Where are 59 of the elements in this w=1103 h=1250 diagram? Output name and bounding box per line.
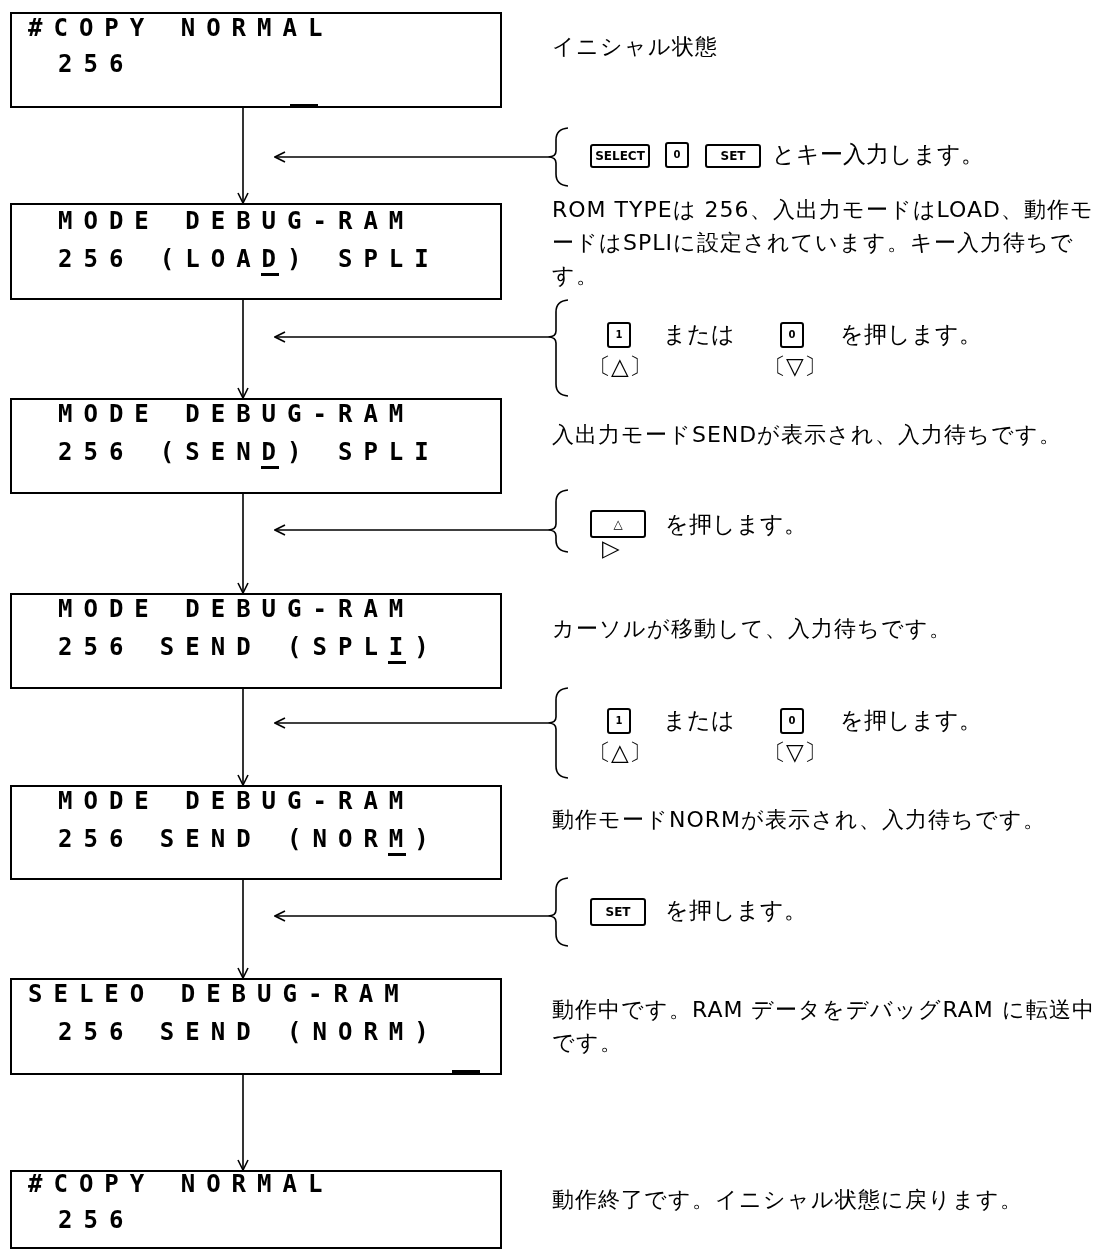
- key-cap: 0: [780, 708, 804, 734]
- display-text: 256 (LOAD) SPLI: [58, 245, 440, 273]
- lcd-display: [10, 12, 502, 108]
- key-cap: SET: [705, 144, 761, 168]
- key-label: 〔▽〕: [763, 352, 827, 380]
- arrow: [274, 717, 549, 729]
- key-cap: 1: [607, 322, 631, 348]
- display-text: #COPY NORMAL: [28, 1170, 334, 1198]
- display-text: 256: [58, 1206, 135, 1234]
- description-text: 動作中です。RAM データをデバッグRAM に転送中です。: [552, 996, 1096, 1057]
- key-label: 〔△〕: [588, 352, 652, 380]
- lcd-display: [10, 1170, 502, 1249]
- arrow: [237, 1074, 249, 1171]
- description-text: イニシャル状態: [552, 33, 719, 61]
- key-cap: 1: [607, 708, 631, 734]
- arrow: [274, 331, 549, 343]
- description-text: 動作モードNORMが表示され、入力待ちです。: [552, 806, 1048, 834]
- display-text: 256: [58, 50, 135, 78]
- lcd-display: [10, 978, 502, 1075]
- description-text: ROM TYPEは 256、入出力モードはLOAD、動作モードはSPLIに設定されています。キー入力待ちです。: [552, 196, 1095, 290]
- display-text: MODE DEBUG-RAM: [58, 787, 415, 815]
- display-text: 256 (SEND) SPLI: [58, 438, 440, 466]
- description-text: 入出力モードSENDが表示され、入力待ちです。: [552, 421, 1064, 449]
- instruction-text: を押します。: [665, 896, 807, 924]
- arrow: [274, 151, 549, 163]
- display-text: MODE DEBUG-RAM: [58, 595, 415, 623]
- display-text: MODE DEBUG-RAM: [58, 207, 415, 235]
- arrow: [237, 107, 249, 204]
- instruction-text: を押します。: [840, 706, 982, 734]
- display-text: MODE DEBUG-RAM: [58, 400, 415, 428]
- key-cap: 0: [665, 142, 689, 168]
- arrow: [274, 910, 549, 922]
- instruction-text: を押します。: [840, 320, 982, 348]
- key-label: または: [663, 706, 735, 734]
- display-text: SELEO DEBUG-RAM: [28, 980, 410, 1008]
- display-text: 256 SEND (SPLI): [58, 633, 440, 661]
- lcd-display: [10, 398, 502, 494]
- key-label: 〔△〕: [588, 738, 652, 766]
- description-text: 動作終了です。イニシャル状態に戻ります。: [552, 1186, 1024, 1214]
- key-cap: SELECT: [590, 144, 650, 168]
- display-text: 256 SEND (NORM): [58, 1018, 440, 1046]
- key-cap: 0: [780, 322, 804, 348]
- arrow: [237, 299, 249, 399]
- arrow: [274, 524, 549, 536]
- display-text: 256 SEND (NORM): [58, 825, 440, 853]
- lcd-display: [10, 203, 502, 300]
- key-cap: △: [590, 510, 646, 538]
- instruction-text: とキー入力します。: [772, 140, 984, 168]
- arrow: [237, 879, 249, 979]
- display-text: #COPY NORMAL: [28, 14, 334, 42]
- lcd-display: [10, 785, 502, 880]
- key-cap: SET: [590, 898, 646, 926]
- arrow: [237, 688, 249, 786]
- instruction-text: を押します。: [665, 510, 807, 538]
- lcd-display: [10, 593, 502, 689]
- description-text: カーソルが移動して、入力待ちです。: [552, 615, 953, 643]
- key-label: 〔▽〕: [763, 738, 827, 766]
- arrow: [237, 493, 249, 594]
- key-label: または: [663, 320, 735, 348]
